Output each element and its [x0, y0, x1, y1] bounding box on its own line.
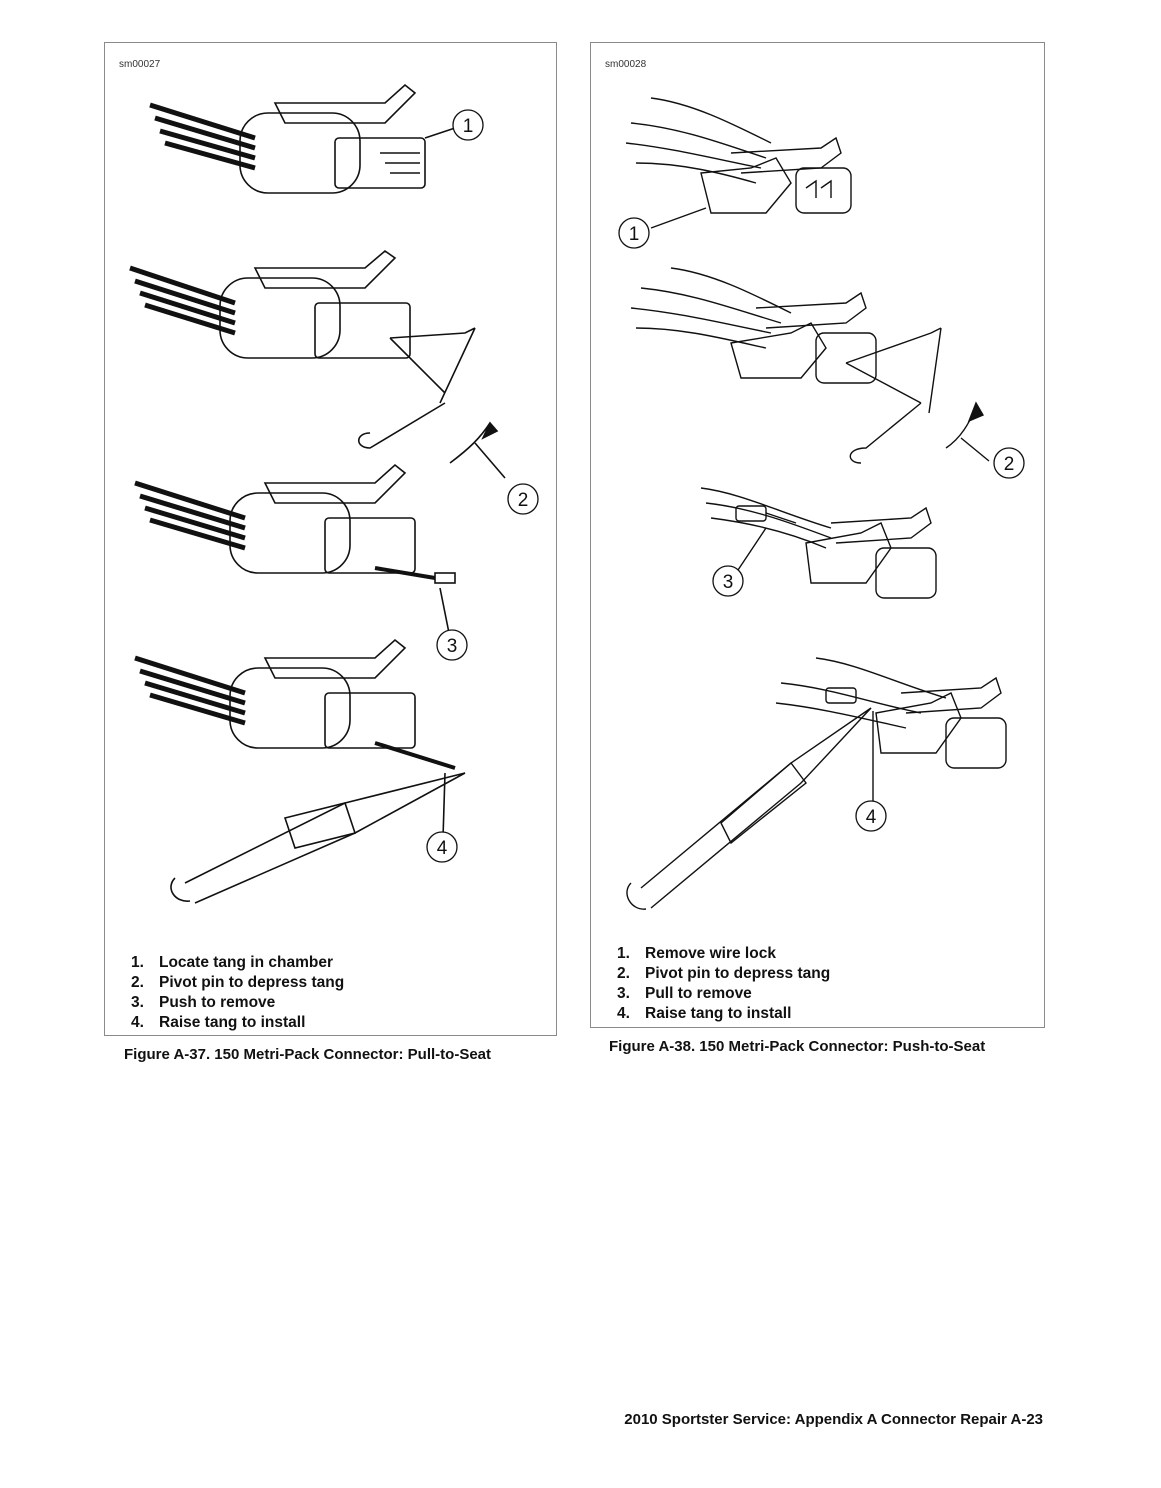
- legend-item: 2.Pivot pin to depress tang: [617, 965, 831, 982]
- callout-3: 3: [447, 636, 458, 657]
- legend-item: 1.Remove wire lock: [617, 945, 776, 962]
- connector-step-2: [630, 267, 990, 464]
- callout-2: 2: [1004, 454, 1015, 475]
- connector-step-1: [625, 97, 852, 229]
- legend-item: 3.Pull to remove: [617, 985, 752, 1002]
- legend-item: 4.Raise tang to install: [131, 1014, 306, 1031]
- figure-a37-panel: sm00027: [104, 42, 557, 1036]
- callout-4: 4: [437, 838, 448, 859]
- legend-item: 4.Raise tang to install: [617, 1005, 792, 1022]
- connector-step-3: [700, 487, 937, 599]
- figure-a38-caption: Figure A-38. 150 Metri-Pack Connector: P…: [609, 1038, 986, 1055]
- callout-4: 4: [866, 807, 877, 828]
- page-footer: 2010 Sportster Service: Appendix A Conne…: [624, 1411, 1043, 1428]
- legend-item: 2.Pivot pin to depress tang: [131, 974, 345, 991]
- connector-step-4: [134, 638, 466, 904]
- callout-1: 1: [463, 116, 474, 137]
- connector-step-2: [129, 249, 506, 479]
- callout-3: 3: [723, 572, 734, 593]
- callouts-a37: 1 2 3 4: [426, 109, 539, 863]
- connector-step-4: [626, 657, 1007, 910]
- figure-id-label: sm00028: [605, 59, 647, 70]
- figure-a37-illustration: 1 2 3 4: [129, 83, 539, 904]
- legend-item: 3.Push to remove: [131, 994, 276, 1011]
- figure-a38-legend: 1.Remove wire lock 2.Pivot pin to depres…: [617, 944, 830, 1024]
- legend-item: 1.Locate tang in chamber: [131, 954, 333, 971]
- callouts-a38: 1 2 3 4: [618, 217, 1025, 832]
- callout-1: 1: [629, 224, 640, 245]
- connector-step-1: [149, 83, 456, 194]
- figure-id-label: sm00027: [119, 59, 161, 70]
- figure-a38-panel: sm00028: [590, 42, 1045, 1028]
- figure-a37-legend: 1.Locate tang in chamber 2.Pivot pin to …: [131, 953, 344, 1033]
- figure-a38-illustration: 1 2 3 4: [618, 97, 1025, 910]
- figure-a37-caption: Figure A-37. 150 Metri-Pack Connector: P…: [124, 1046, 492, 1063]
- connector-step-3: [134, 463, 456, 639]
- callout-2: 2: [518, 490, 529, 511]
